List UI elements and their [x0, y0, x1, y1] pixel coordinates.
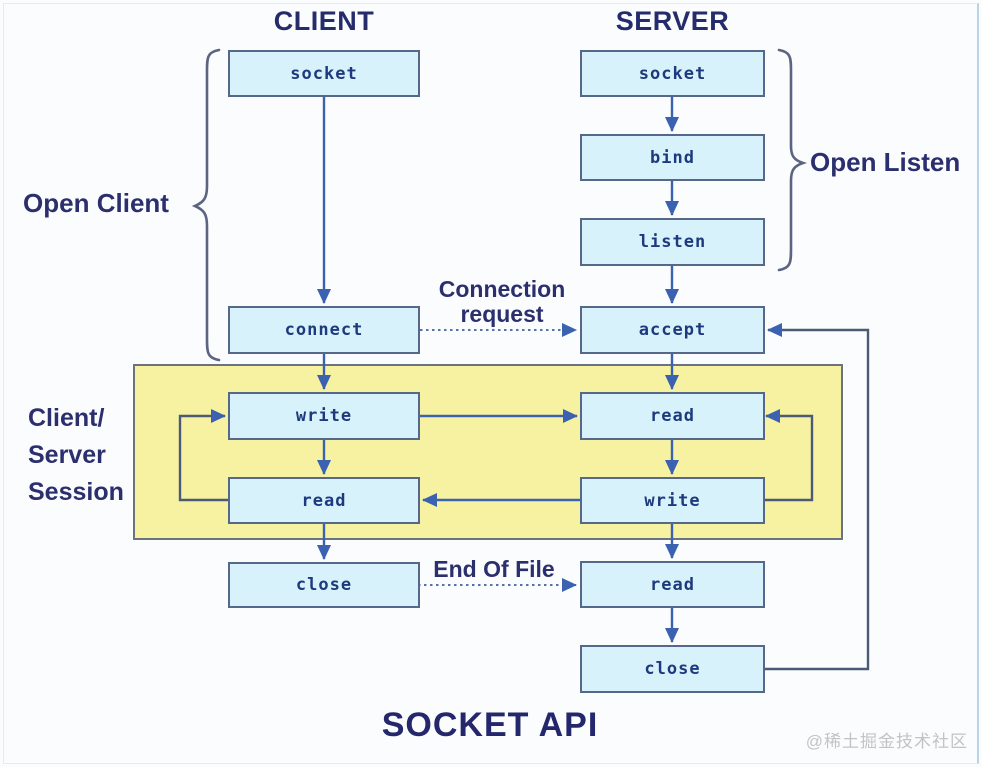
- connection-request-label: Connection request: [438, 276, 566, 327]
- watermark: @稀土掘金技术社区: [805, 732, 968, 751]
- node-client-connect: connect: [228, 306, 420, 354]
- node-server-accept: accept: [580, 306, 765, 354]
- server-header: SERVER: [615, 6, 730, 36]
- session-label: Client/ Server Session: [28, 404, 124, 506]
- node-server-write: write: [580, 477, 765, 524]
- open-client-brace: [191, 48, 221, 362]
- node-server-socket: socket: [580, 50, 765, 97]
- node-server-listen: listen: [580, 218, 765, 266]
- client-header: CLIENT: [273, 6, 375, 36]
- node-server-read-bottom: read: [580, 561, 765, 608]
- node-client-socket: socket: [228, 50, 420, 97]
- node-server-read-top: read: [580, 392, 765, 440]
- node-client-read: read: [228, 477, 420, 524]
- open-listen-brace: [777, 48, 808, 272]
- open-listen-label: Open Listen: [810, 147, 961, 177]
- node-client-write: write: [228, 392, 420, 440]
- end-of-file-label: End Of File: [433, 556, 555, 582]
- node-server-bind: bind: [580, 134, 765, 181]
- diagram-title: SOCKET API: [381, 706, 599, 744]
- node-client-close: close: [228, 562, 420, 608]
- open-client-label: Open Client: [23, 188, 169, 218]
- node-server-close: close: [580, 645, 765, 693]
